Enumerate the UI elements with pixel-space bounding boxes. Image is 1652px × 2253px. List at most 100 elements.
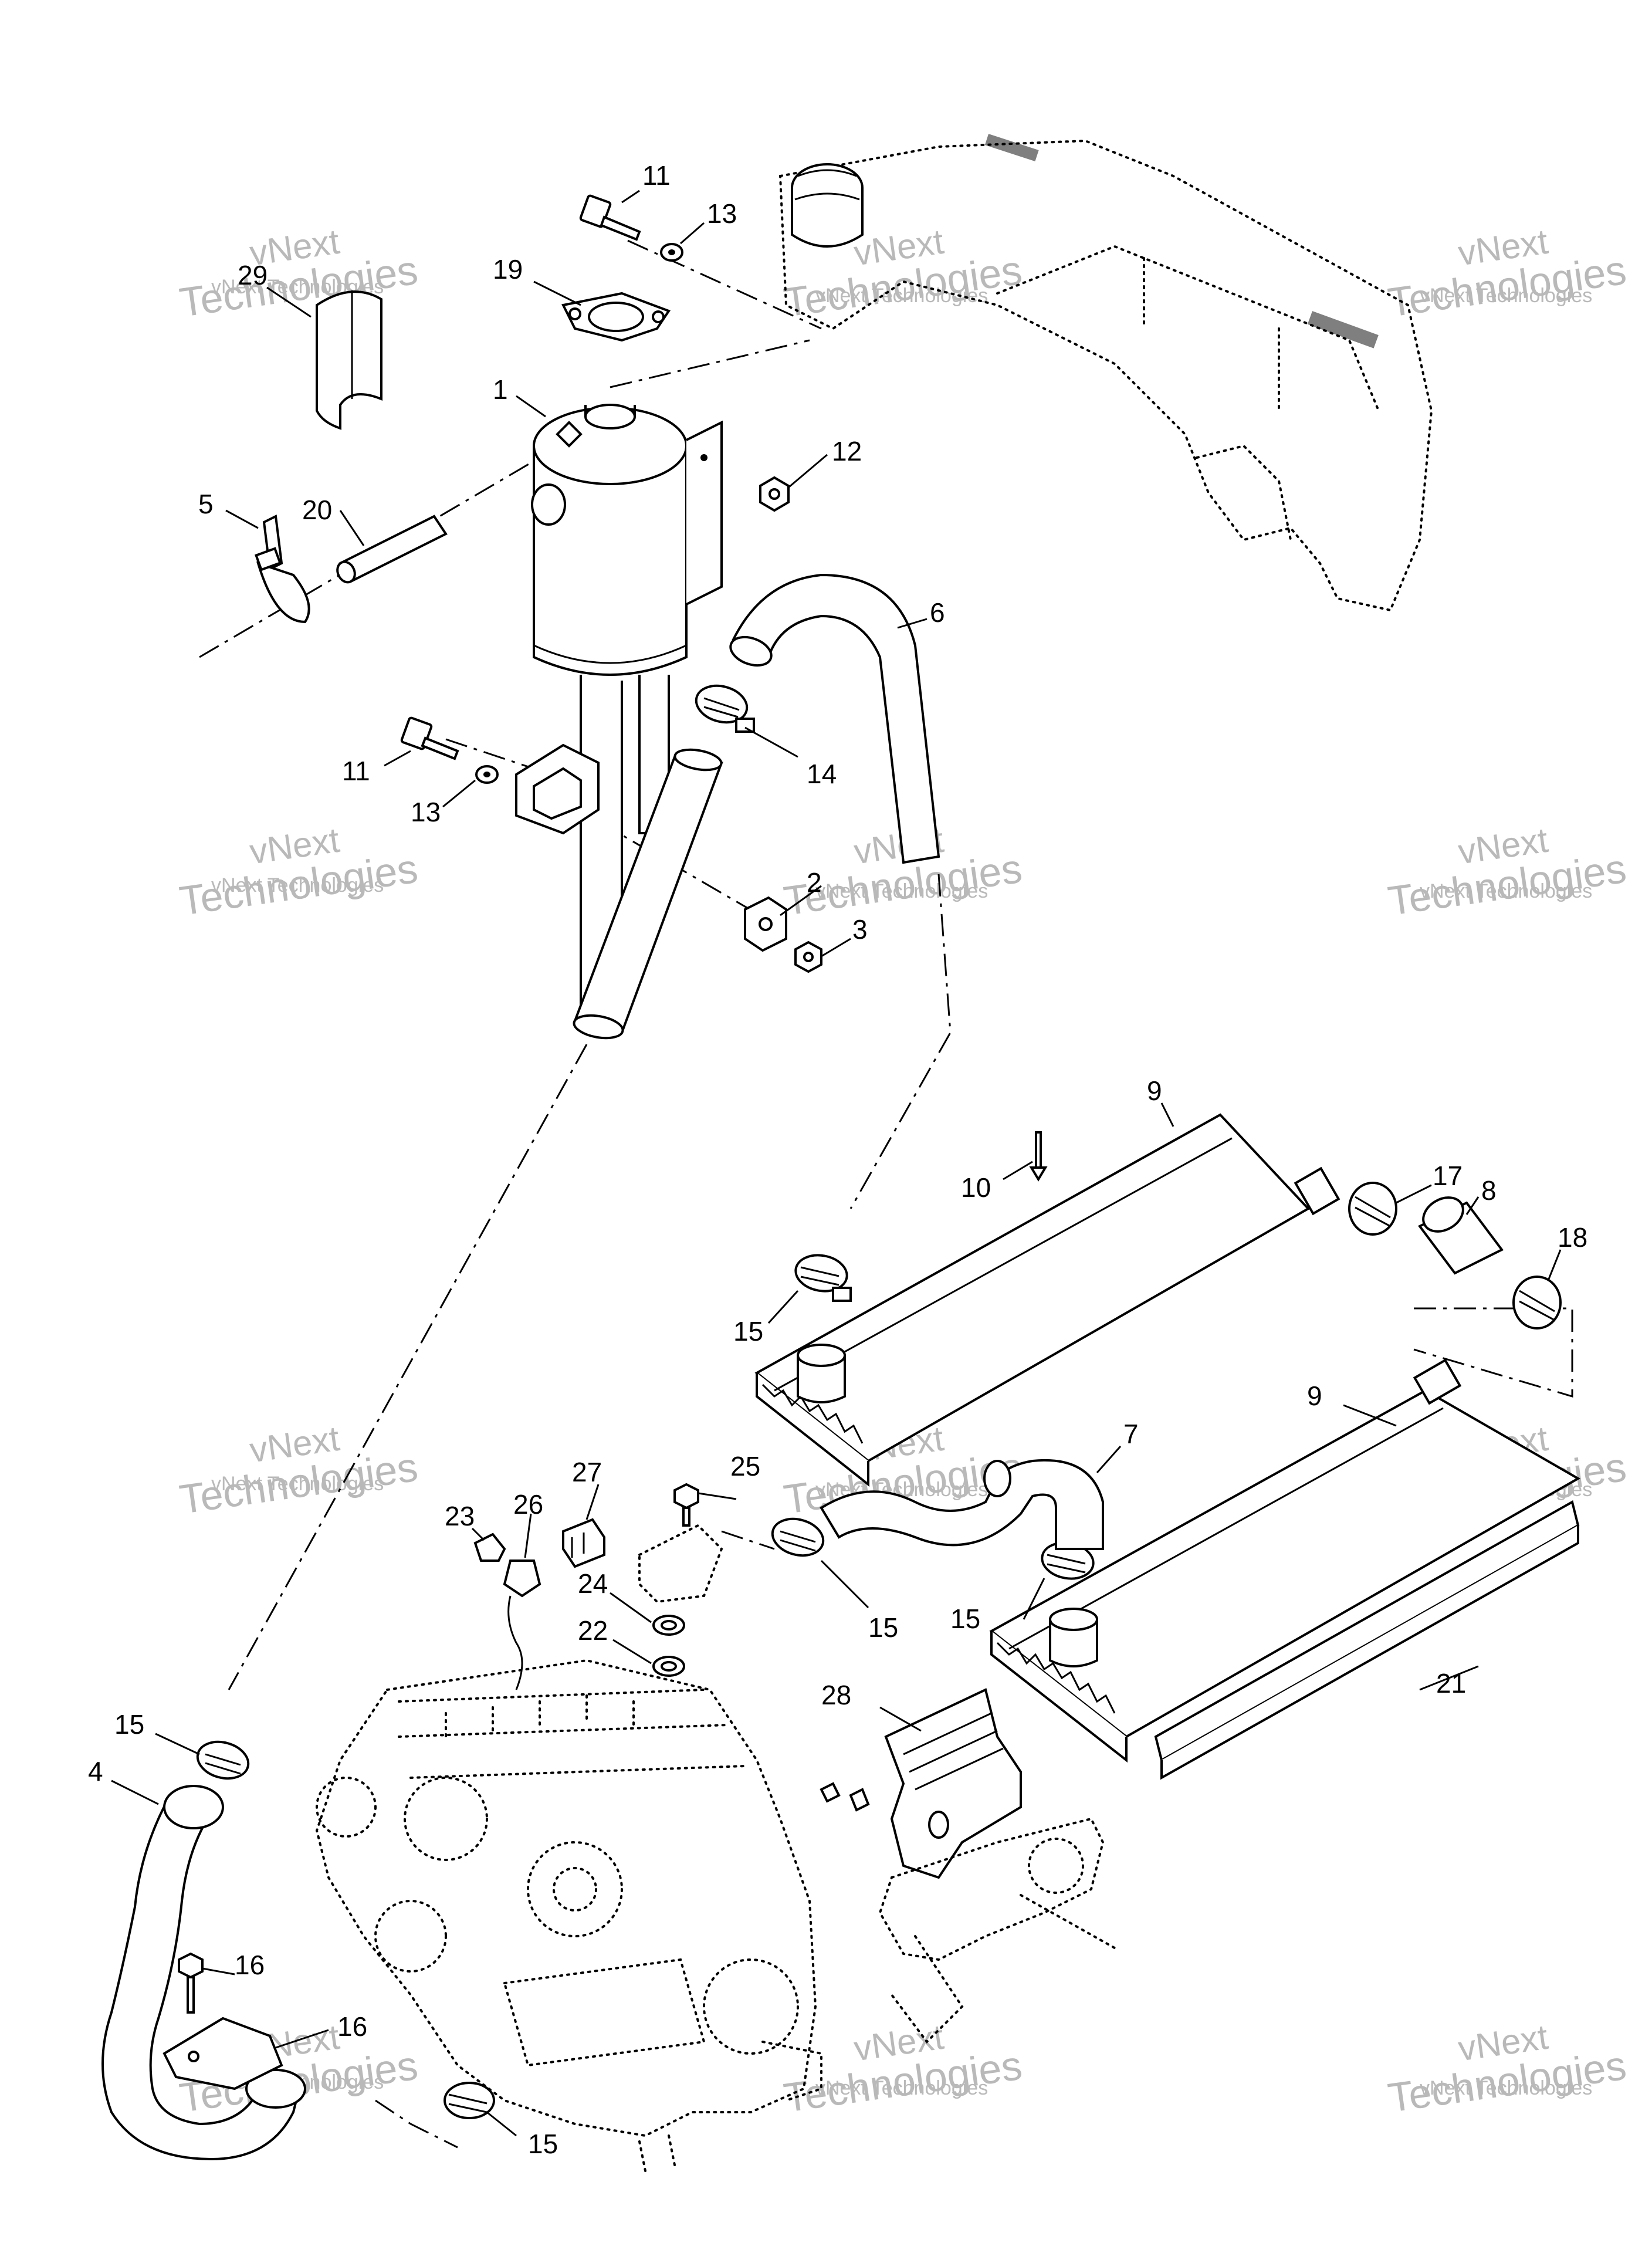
clamp-ribs: [703, 697, 740, 718]
rivet-shank: [1035, 1131, 1042, 1169]
callout-20: 16: [235, 1950, 265, 1980]
watermark-small-text: vNext Technologies: [1420, 880, 1592, 902]
part-connector-27: [562, 1518, 605, 1568]
leader-15-a: [744, 726, 798, 758]
part-coolant-tank: [531, 404, 723, 1016]
part-bolt-mid: [400, 716, 459, 760]
clamp-ribs: [205, 1753, 241, 1775]
leader-6: [897, 618, 927, 629]
hose-6-end: [729, 635, 773, 667]
cap-top: [588, 302, 644, 332]
engine-port-left: [404, 1777, 488, 1861]
engine-crankcase: [503, 1958, 706, 2067]
part-cap-25: [473, 1533, 506, 1562]
callout-10: 10: [961, 1172, 991, 1203]
engine-cylinder-head-fins: [398, 1689, 746, 1779]
leader-7: [1096, 1446, 1122, 1473]
part-tank-pipe: [573, 748, 723, 1040]
part-radiator-lower: [989, 1358, 1581, 1763]
tank-mount-plate: [686, 420, 723, 605]
watermark-small-text: vNext Technologies: [211, 874, 384, 897]
radiator-lower-outlet: [1413, 1358, 1462, 1405]
gasket-hole: [661, 1620, 677, 1630]
sensor-body: [503, 1559, 541, 1598]
leader-9-lower: [1343, 1404, 1397, 1427]
leader-15-c: [820, 1559, 869, 1609]
rivet-head: [1029, 1166, 1048, 1182]
hose-7-end: [983, 1460, 1011, 1497]
leader-11-mid: [384, 750, 411, 767]
leader-16-a: [1396, 1184, 1432, 1204]
connector-slots: [571, 1533, 585, 1558]
mount-nut: [820, 1782, 841, 1803]
chassis-bracket: [1196, 444, 1292, 541]
leader-18: [339, 510, 365, 546]
engine-port-center-inner: [553, 1867, 597, 1912]
leader-17: [533, 280, 581, 306]
leader-9-upper: [1160, 1102, 1174, 1127]
part-clamp-15-d: [1041, 1541, 1095, 1580]
part-nut-3: [794, 941, 822, 973]
watermark-mid-right: vNext Technologies: [1385, 820, 1629, 924]
part-gasket-22: [652, 1656, 685, 1677]
assembly-line-outlet: [721, 1530, 775, 1550]
watermark-top-left: vNext Technologies: [177, 222, 421, 326]
part-screw-23: [673, 1483, 699, 1527]
engine-studs: [638, 2134, 676, 2172]
chassis-rib: [1143, 257, 1280, 412]
engine-mount: [820, 1782, 1116, 2044]
mount-boss: [1028, 1838, 1084, 1894]
part-tank-bracket: [515, 743, 600, 835]
leader-4: [111, 1780, 159, 1805]
engine-pulley: [316, 1777, 377, 1838]
hose-18-body: [338, 515, 448, 583]
radiator-lower-fins: [996, 1642, 1116, 1714]
watermark-top-right: vNext Technologies: [1385, 222, 1629, 326]
callout-13-mid: 13: [411, 797, 441, 827]
heat-shield-ribs: [903, 1712, 1004, 1791]
leader-3: [821, 938, 851, 958]
part-screw-20: [178, 1952, 204, 2014]
watermark-small-text: vNext Technologies: [1420, 2077, 1592, 2099]
gasket-hole: [661, 1661, 677, 1672]
bracket-hole: [188, 2051, 199, 2062]
chassis-rail: [996, 245, 1380, 412]
callout-16-b: 18: [1558, 1222, 1587, 1253]
callout-16-a: 17: [1433, 1161, 1463, 1191]
part-sensor-24: [503, 1559, 541, 1690]
nut-hole: [769, 488, 780, 500]
engine-port-center: [527, 1841, 623, 1937]
radiator-lower-inlet-top: [1049, 1608, 1098, 1631]
mount-plate: [878, 1817, 1105, 1961]
leader-12: [788, 454, 828, 488]
watermark-small-text: vNext Technologies: [815, 880, 988, 902]
callout-27: 27: [572, 1457, 602, 1487]
bracket-slot: [533, 767, 582, 820]
radiator-upper-outlet: [1294, 1166, 1340, 1216]
clamp-band: [1512, 1276, 1562, 1330]
chassis-frame: [778, 134, 1433, 612]
part-hose-7: [820, 1459, 1104, 1550]
filler-neck-threads: [794, 169, 860, 201]
part-clamp-15-e: [196, 1740, 250, 1780]
assembly-line-radiator-link: [1413, 1307, 1573, 1398]
engine-block: [315, 1659, 822, 2172]
callout-11-top: 11: [642, 160, 671, 191]
callout-4: 4: [88, 1756, 103, 1787]
spacer-hole: [759, 917, 773, 931]
radiator-upper-inlet: [797, 1355, 846, 1403]
heat-shield-hole: [928, 1811, 949, 1839]
leader-11-top: [621, 190, 640, 204]
nut-hole: [803, 952, 814, 962]
part-bracket-19: [163, 2017, 283, 2090]
callout-5: 5: [198, 489, 214, 519]
mount-bolt: [1020, 1894, 1116, 1949]
leader-28: [879, 1706, 922, 1732]
callout-12: 12: [832, 436, 862, 466]
leader-8: [1465, 1196, 1480, 1215]
callout-3: 3: [852, 914, 868, 945]
leader-lines: [111, 190, 1562, 2137]
leader-1: [516, 395, 546, 418]
bracket-body: [163, 2017, 283, 2090]
callout-17: 19: [493, 254, 523, 285]
